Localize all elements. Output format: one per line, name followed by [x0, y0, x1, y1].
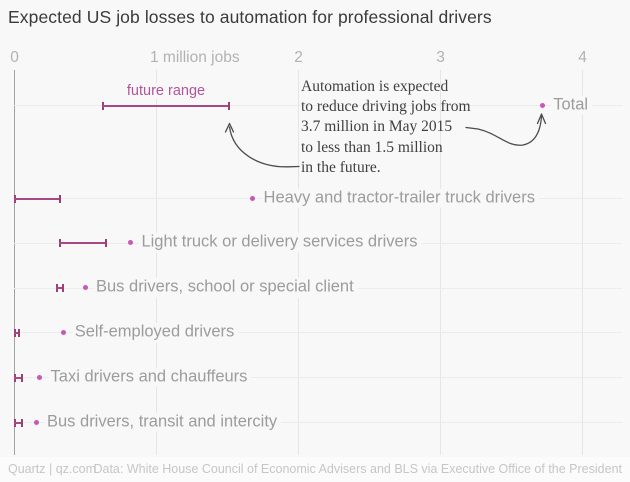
range-line — [102, 104, 230, 107]
annotation-line: in the future. — [301, 158, 381, 176]
arrow-to-total-dot — [465, 115, 543, 146]
range-cap-right — [20, 418, 23, 427]
row-gridline — [14, 377, 622, 379]
range-cap-right — [227, 101, 230, 110]
range-bar — [55, 284, 65, 293]
row-gridline — [14, 105, 622, 106]
data-dot — [33, 419, 39, 425]
vertical-gridline — [440, 70, 441, 455]
x-axis-tick-label: 0 — [10, 49, 19, 66]
row-label: Heavy and tractor-trailer truck drivers — [261, 188, 539, 209]
chart-footer: Quartz | qz.com Data: White House Counci… — [0, 457, 630, 482]
range-bar — [59, 239, 107, 248]
row-gridline — [14, 422, 622, 423]
legend-future-range-label: future range — [100, 83, 232, 99]
annotation-line: to reduce driving jobs from — [301, 98, 471, 116]
data-dot — [127, 240, 133, 246]
arrowhead-future-range — [224, 122, 235, 133]
future-range-bar — [102, 101, 230, 110]
x-axis-tick-label: 2 — [294, 49, 303, 66]
range-line — [14, 376, 23, 379]
row-label: Taxi drivers and chauffeurs — [48, 367, 252, 388]
row-label: Bus drivers, transit and intercity — [45, 412, 282, 433]
annotation-line: 3.7 million in May 2015 — [301, 118, 453, 136]
vertical-gridline — [582, 70, 583, 455]
arrow-to-future-range — [228, 126, 300, 168]
data-dot — [37, 374, 43, 380]
vertical-gridline — [298, 70, 299, 455]
x-axis-tick-label: 1 million jobs — [150, 49, 240, 66]
annotation-line: to less than 1.5 million — [301, 138, 443, 156]
chart-title: Expected US job losses to automation for… — [8, 7, 492, 27]
range-cap-right — [105, 239, 107, 248]
range-line — [55, 287, 65, 290]
range-bar — [14, 194, 61, 203]
data-dot — [250, 195, 256, 201]
range-bar — [14, 328, 20, 337]
row-label: Self-employed drivers — [72, 322, 239, 343]
range-cap-right — [18, 328, 20, 337]
footer-source: Data: White House Council of Economic Ad… — [93, 462, 622, 476]
vertical-gridline — [156, 70, 157, 455]
row-label: Total — [551, 95, 593, 116]
annotation-line: Automation is expected — [301, 78, 449, 95]
range-line — [59, 242, 107, 245]
range-cap-right — [58, 194, 61, 203]
data-dot — [82, 285, 88, 291]
row-label: Bus drivers, school or special client — [94, 277, 358, 298]
range-line — [14, 197, 61, 200]
range-line — [14, 331, 20, 334]
footer-brand: Quartz | qz.com — [8, 462, 96, 476]
range-line — [14, 421, 23, 424]
range-bar — [14, 418, 23, 427]
data-dot — [61, 329, 67, 335]
range-cap-right — [62, 284, 65, 293]
vertical-gridline — [14, 70, 15, 455]
arrowhead-total — [536, 113, 547, 125]
annotation-text: Automation is expected to reduce driving … — [301, 77, 471, 178]
range-bar — [14, 373, 23, 382]
x-axis-tick-label: 3 — [436, 49, 445, 66]
x-axis-tick-label: 4 — [578, 49, 587, 66]
row-gridline — [14, 332, 622, 334]
data-dot — [539, 102, 545, 108]
row-label: Light truck or delivery services drivers — [139, 233, 422, 253]
range-cap-right — [20, 373, 23, 382]
